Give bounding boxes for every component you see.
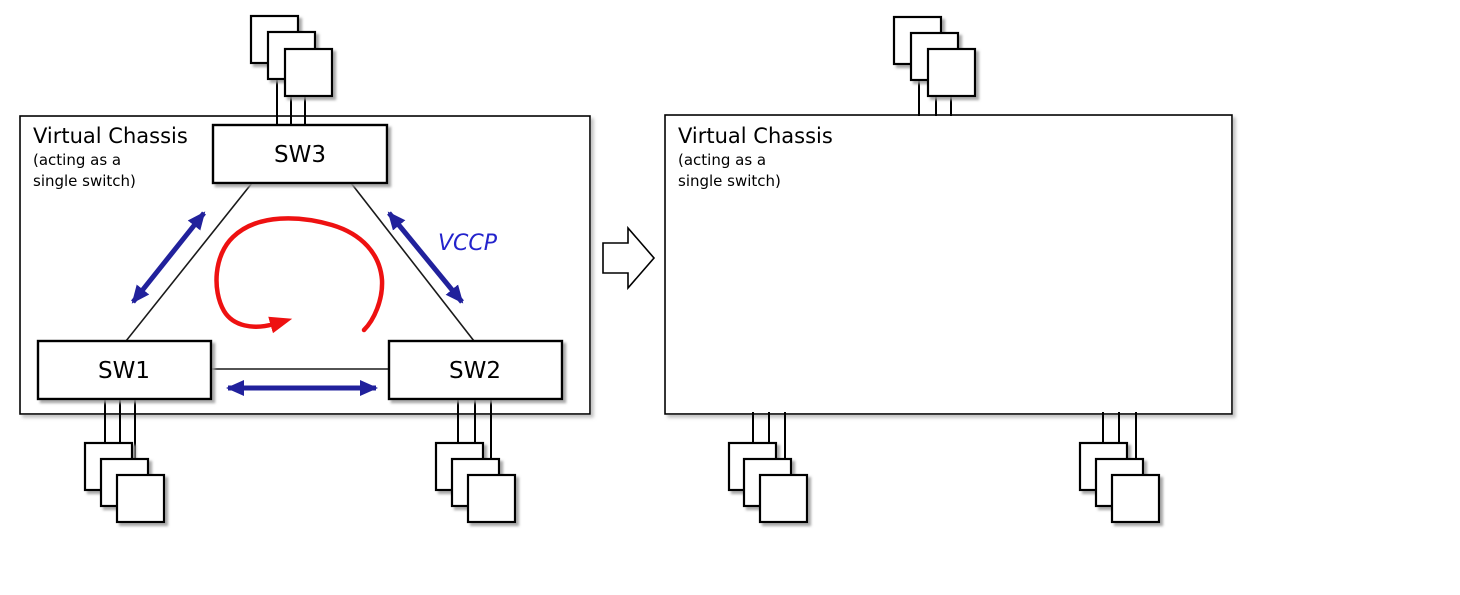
- client-device-square: [926, 47, 977, 98]
- panel-subtitle-line2: single switch): [33, 172, 136, 190]
- client-device-square: [466, 473, 517, 524]
- vccp-arrow-sw3-sw2: [387, 211, 464, 304]
- client-device-stack-top-left: [249, 14, 334, 126]
- switch-box-sw2: [387, 339, 564, 401]
- switch-label-sw1: SW1: [98, 358, 150, 384]
- client-device-stack-top-right: [892, 15, 977, 116]
- panel-subtitle-line1: (acting as a: [33, 151, 121, 169]
- switch-box-sw1: [36, 339, 213, 401]
- client-device-stack-bottom-right: [1078, 412, 1161, 524]
- client-device-square: [1110, 473, 1161, 524]
- virtual-chassis-before-panel: SW3 SW1 SW2 Virtual Chassis (acting as a…: [19, 14, 591, 524]
- panel-subtitle-line1: (acting as a: [678, 151, 766, 169]
- switch-label-sw3: SW3: [274, 142, 326, 168]
- transform-right-arrow: [602, 225, 656, 291]
- vccp-protocol-label: VCCP: [438, 231, 498, 256]
- vccp-arrow-sw1-sw3: [131, 211, 206, 304]
- panel-title: Virtual Chassis: [678, 124, 833, 148]
- client-device-square: [115, 473, 166, 524]
- virtual-chassis-after-panel: Virtual Chassis (acting as a single swit…: [664, 15, 1233, 524]
- chassis-panel-border: [664, 114, 1233, 415]
- switch-box-sw3: [211, 123, 389, 185]
- client-device-stack-sw1: [83, 397, 166, 524]
- client-device-stack-bottom-left: [727, 412, 809, 524]
- panel-title: Virtual Chassis: [33, 124, 188, 148]
- switch-label-sw2: SW2: [449, 358, 501, 384]
- client-device-square: [283, 47, 334, 98]
- client-device-stack-sw2: [434, 397, 517, 524]
- panel-subtitle-line2: single switch): [678, 172, 781, 190]
- ring-topology-arrow: [214, 216, 385, 334]
- client-device-square: [758, 473, 809, 524]
